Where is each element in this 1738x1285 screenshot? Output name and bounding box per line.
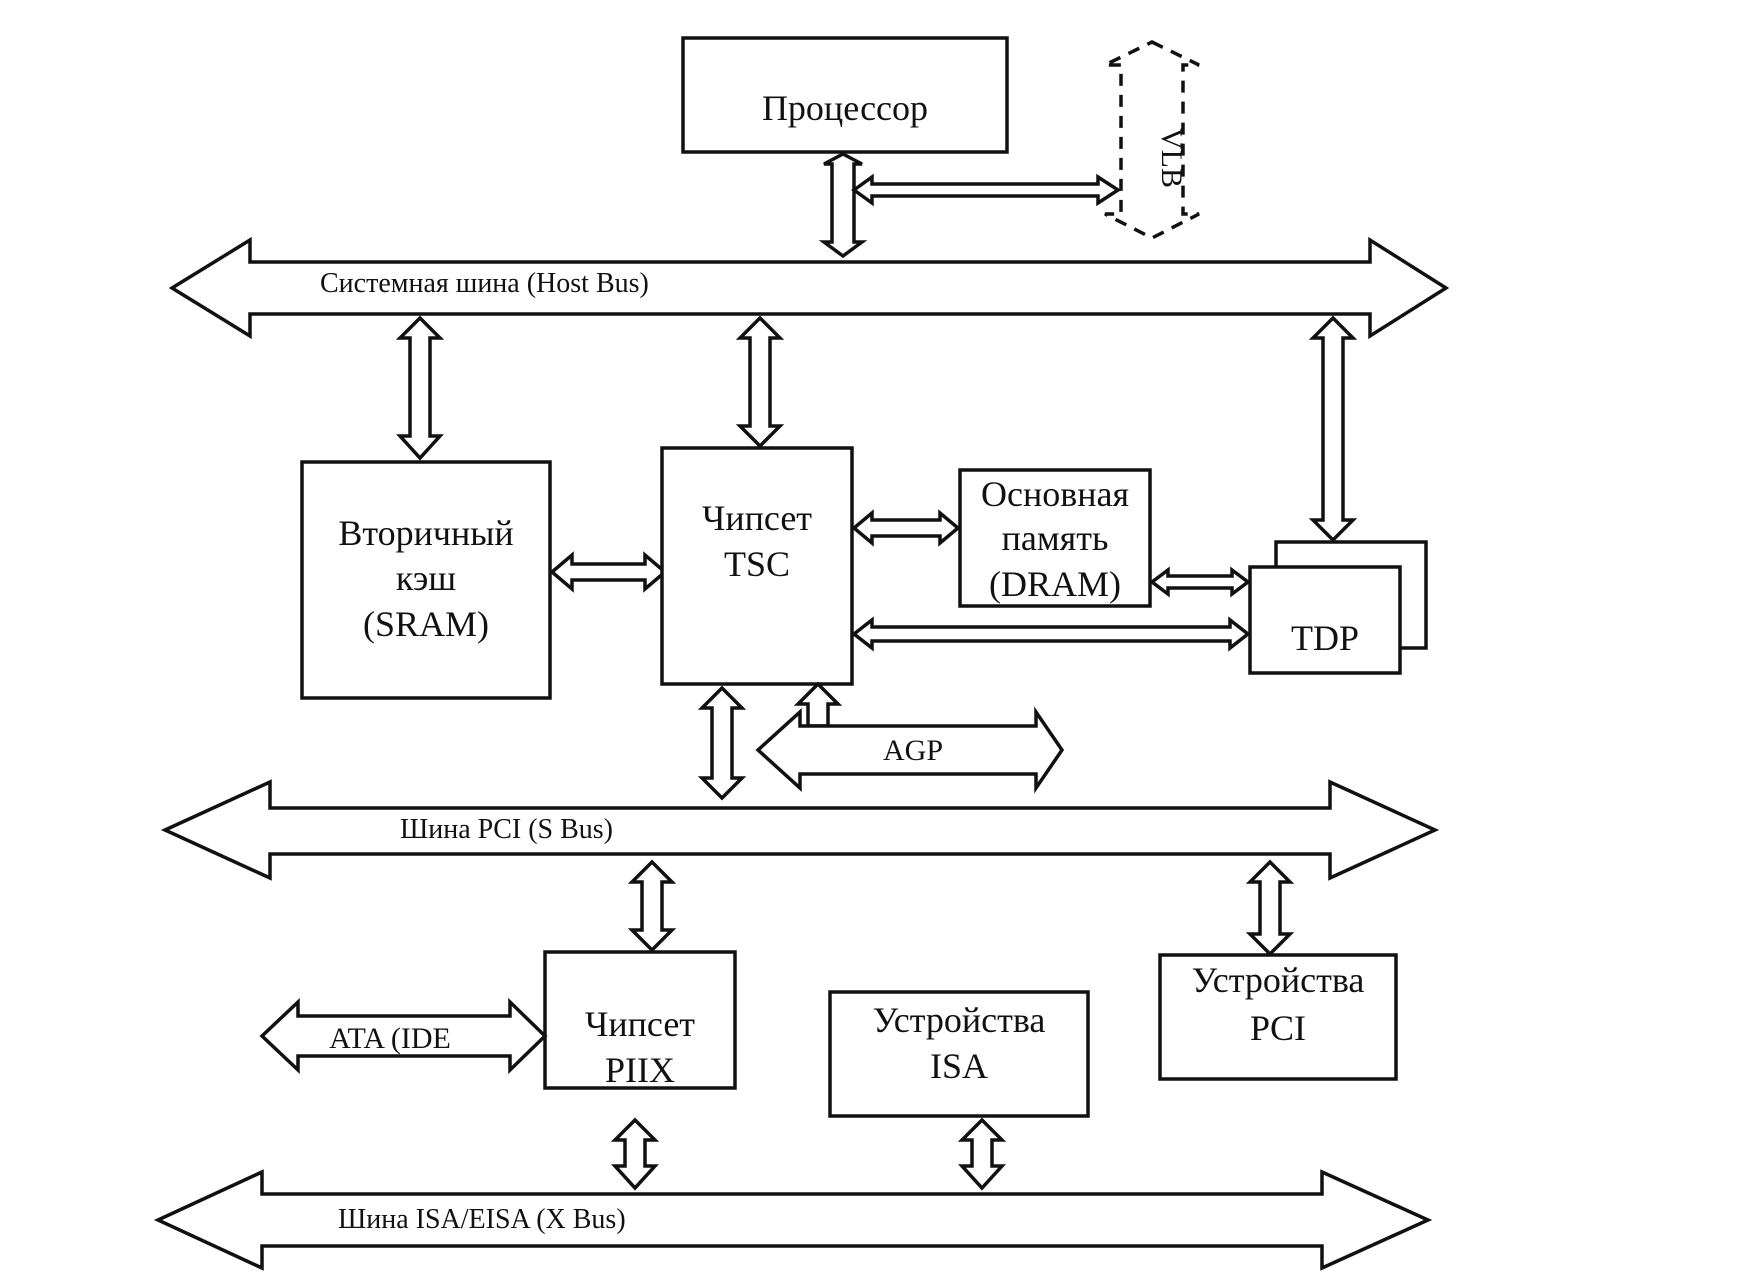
isa-devices-label-line2: ISA (930, 1046, 988, 1086)
pci-devices-box (1158, 953, 1398, 1081)
agp-label: AGP (883, 734, 943, 767)
tsc-dram-arrow (851, 509, 961, 547)
tdp-label: TDP (1291, 618, 1359, 658)
dram-tdp-arrow (1149, 566, 1251, 598)
pci-bus-arrow (160, 779, 1440, 881)
tsc-agp-arrow (793, 681, 843, 728)
processor-hostbus-arrow (818, 152, 868, 259)
hostbus-tsc-arrow (735, 315, 785, 449)
tsc-label-line1: Чипсет (702, 498, 812, 538)
vlb-label: VLB (1155, 128, 1188, 188)
vlb-dashed-arrow (1104, 40, 1200, 240)
pci-devices-label-line2: PCI (1250, 1008, 1306, 1048)
dram-label-line3: (DRAM) (989, 564, 1121, 604)
pci-piix-arrow (627, 859, 677, 953)
piix-label-line2: PIIX (605, 1050, 675, 1090)
dram-label-line1: Основная (981, 474, 1129, 514)
sram-label-line3: (SRAM) (363, 604, 489, 644)
processor-box (681, 36, 1009, 154)
tdp-box (1248, 565, 1402, 675)
pci-bus-label: Шина PCI (S Bus) (400, 814, 613, 845)
piix-label-line1: Чипсет (585, 1004, 695, 1044)
tsc-tdp-arrow (851, 616, 1251, 652)
host-bus-arrow (168, 236, 1450, 340)
tsc-label-line2: TSC (724, 544, 790, 584)
sram-label-line2: кэш (396, 558, 456, 598)
pci-pcidevices-arrow (1245, 859, 1295, 957)
tsc-box (660, 446, 854, 686)
ata-label: ATA (IDE (329, 1022, 451, 1055)
pci-devices-label-line1: Устройства (1192, 960, 1365, 1000)
isadevices-isabus-arrow (957, 1117, 1007, 1191)
dram-label-line2: память (1002, 518, 1109, 558)
processor-label: Процессор (762, 88, 928, 128)
hostbus-tdp-arrow (1308, 315, 1358, 543)
sram-box (300, 460, 552, 700)
piix-box (543, 950, 737, 1090)
agp-arrow (755, 706, 1065, 794)
host-bus-label: Системная шина (Host Bus) (320, 268, 649, 299)
processor-vlb-arrow (851, 173, 1122, 207)
sram-tsc-arrow (549, 551, 668, 593)
piix-isabus-arrow (610, 1117, 660, 1191)
dram-box (958, 468, 1152, 608)
hostbus-sram-arrow (395, 315, 445, 461)
isa-devices-box (828, 990, 1090, 1118)
tsc-pci-arrow (697, 685, 747, 801)
isa-devices-label-line1: Устройства (873, 1000, 1046, 1040)
isa-bus-arrow (153, 1169, 1433, 1271)
sram-label-line1: Вторичный (338, 513, 513, 553)
isa-bus-label: Шина ISA/EISA (X Bus) (338, 1204, 626, 1235)
ata-arrow (259, 997, 548, 1075)
